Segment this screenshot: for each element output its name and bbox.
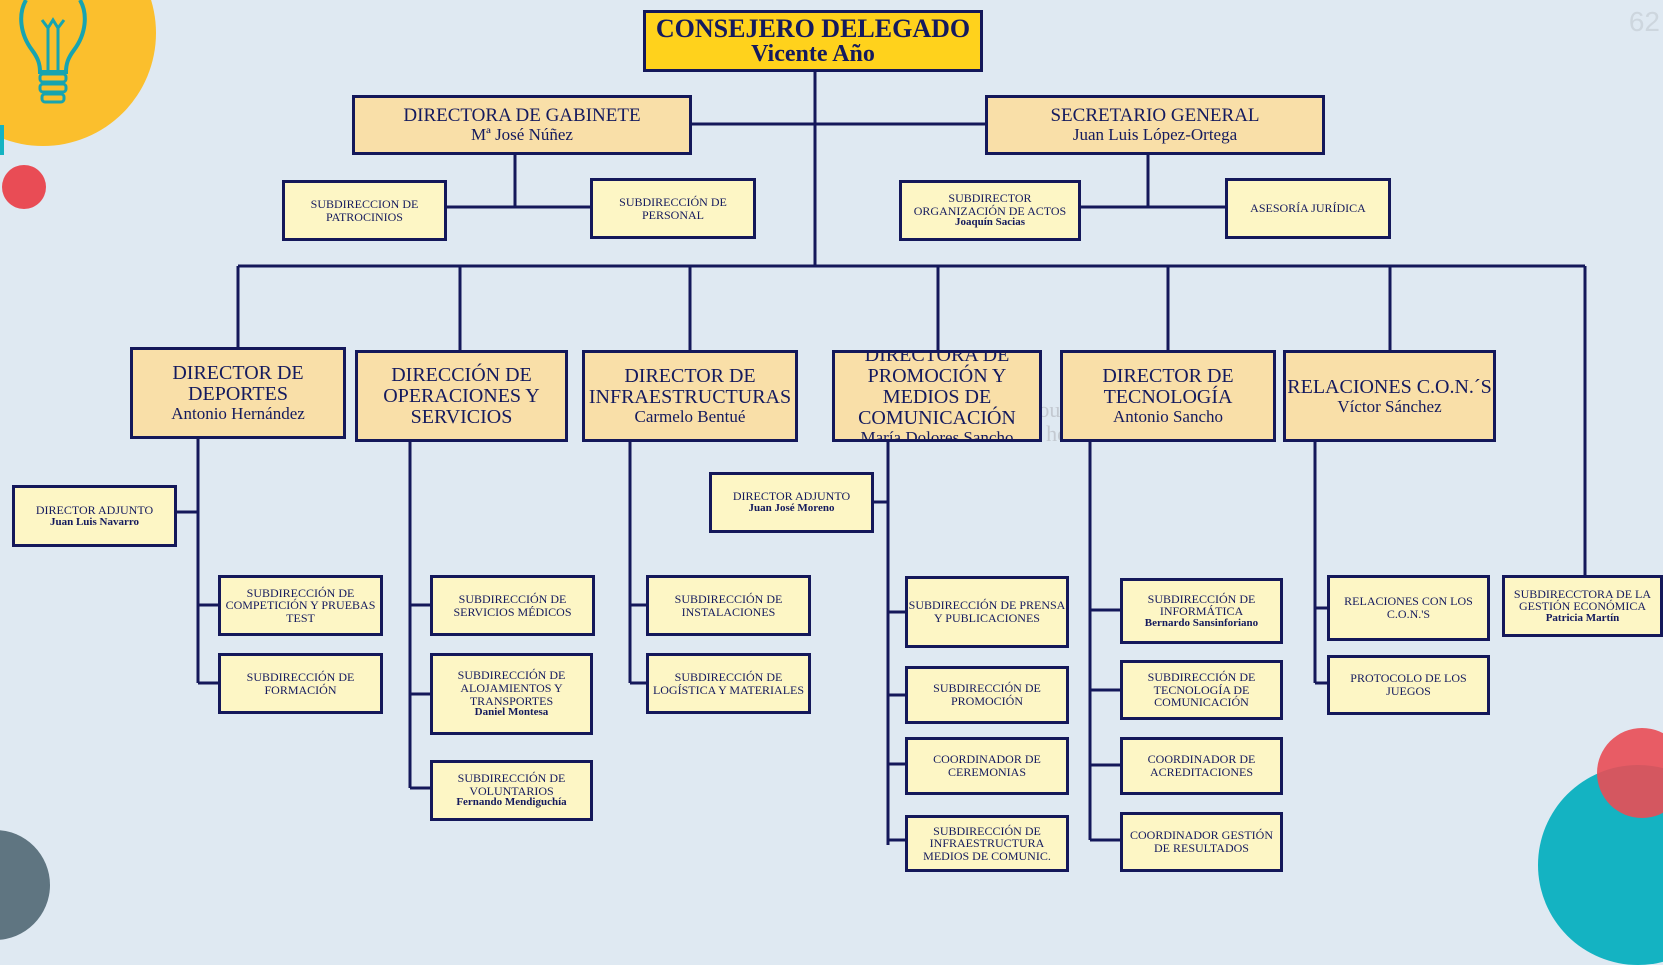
events-person: Joaquín Sacias	[955, 216, 1025, 229]
personnel-box: SUBDIRECCIÓN DE PERSONAL	[590, 178, 756, 239]
operations-director-box: DIRECCIÓN DE OPERACIONES Y SERVICIOS	[355, 350, 568, 442]
training-title: SUBDIRECCIÓN DE FORMACIÓN	[246, 669, 355, 697]
ceo-person: Vicente Año	[751, 41, 875, 68]
comm-tech-title: SUBDIRECCIÓN DE TECNOLOGÍA DE COMUNICACI…	[1147, 670, 1256, 710]
medical-box: SUBDIRECCIÓN DE SERVICIOS MÉDICOS	[430, 575, 595, 636]
facilities-title: SUBDIRECCIÓN DE INSTALACIONES	[674, 591, 783, 619]
relations-director-person: Víctor Sánchez	[1337, 396, 1442, 416]
ceremonies-title: COORDINADOR DE CEREMONIAS	[933, 752, 1041, 779]
comm-tech-box: SUBDIRECCIÓN DE TECNOLOGÍA DE COMUNICACI…	[1120, 660, 1283, 720]
media-infrastructure-title: SUBDIRECCIÓN DE INFRAESTRUCTURA MEDIOS D…	[923, 823, 1051, 863]
teal-left-strip	[0, 125, 4, 155]
economic-box: SUBDIRECCTORA DE LA GESTIÓN ECONÓMICA Pa…	[1502, 575, 1663, 637]
secretary-general-title: SECRETARIO GENERAL	[1050, 105, 1260, 127]
ceremonies-box: COORDINADOR DE CEREMONIAS	[905, 737, 1069, 795]
promotion-box: SUBDIRECCIÓN DE PROMOCIÓN	[905, 666, 1069, 724]
operations-director-title: DIRECCIÓN DE OPERACIONES Y SERVICIOS	[383, 363, 540, 428]
it-title: SUBDIRECCIÓN DE INFORMÁTICA	[1147, 591, 1256, 619]
volunteers-title: SUBDIRECCIÓN DE VOLUNTARIOS	[457, 771, 566, 798]
lodging-box: SUBDIRECCIÓN DE ALOJAMIENTOS Y TRANSPORT…	[430, 653, 593, 735]
media-director-title: DIRECTORA DE PROMOCIÓN Y MEDIOS DE COMUN…	[858, 350, 1016, 430]
events-title: SUBDIRECTOR ORGANIZACIÓN DE ACTOS	[913, 191, 1067, 218]
legal-box: ASESORÍA JURÍDICA	[1225, 178, 1391, 239]
logistics-box: SUBDIRECCIÓN DE LOGÍSTICA Y MATERIALES	[646, 653, 811, 714]
red-corner-circle	[1597, 728, 1663, 818]
infrastructure-director-title: DIRECTOR DE INFRAESTRUCTURAS	[588, 365, 792, 409]
media-deputy-box: DIRECTOR ADJUNTO Juan José Moreno	[709, 472, 874, 533]
cabinet-director-box: DIRECTORA DE GABINETE Mª José Núñez	[352, 95, 692, 155]
sponsorship-title: SUBDIRECCION DE PATROCINIOS	[310, 196, 419, 224]
secretary-general-person: Juan Luis López-Ortega	[1072, 125, 1238, 145]
press-title: SUBDIRECCIÓN DE PRENSA Y PUBLICACIONES	[908, 598, 1066, 625]
technology-director-person: Antonio Sancho	[1112, 407, 1224, 427]
lodging-title: SUBDIRECCIÓN DE ALOJAMIENTOS Y TRANSPORT…	[457, 668, 566, 708]
protocol-title: PROTOCOLO DE LOS JUEGOS	[1350, 671, 1467, 698]
cabinet-director-title: DIRECTORA DE GABINETE	[403, 105, 641, 127]
page-number: 62	[1628, 6, 1660, 37]
sports-director-person: Antonio Hernández	[171, 404, 305, 424]
results-box: COORDINADOR GESTIÓN DE RESULTADOS	[1120, 812, 1283, 872]
results-title: COORDINADOR GESTIÓN DE RESULTADOS	[1130, 828, 1273, 855]
ceo-box: CONSEJERO DELEGADO Vicente Año	[643, 10, 983, 72]
economic-title: SUBDIRECCTORA DE LA GESTIÓN ECONÓMICA	[1513, 586, 1652, 614]
sponsorship-box: SUBDIRECCION DE PATROCINIOS	[282, 180, 447, 241]
legal-title: ASESORÍA JURÍDICA	[1250, 201, 1366, 216]
sports-director-title: DIRECTOR DE DEPORTES	[172, 362, 304, 406]
media-deputy-person: Juan José Moreno	[748, 502, 835, 515]
training-box: SUBDIRECCIÓN DE FORMACIÓN	[218, 653, 383, 714]
relations-director-box: RELACIONES C.O.N.´S Víctor Sánchez	[1283, 350, 1496, 442]
red-dot	[2, 165, 46, 209]
events-box: SUBDIRECTOR ORGANIZACIÓN DE ACTOS Joaquí…	[899, 180, 1081, 241]
sports-director-box: DIRECTOR DE DEPORTES Antonio Hernández	[130, 347, 346, 439]
it-person: Bernardo Sansinforiano	[1144, 616, 1259, 629]
it-box: SUBDIRECCIÓN DE INFORMÁTICA Bernardo San…	[1120, 578, 1283, 644]
economic-person: Patricia Martín	[1545, 611, 1620, 624]
infrastructure-director-box: DIRECTOR DE INFRAESTRUCTURAS Carmelo Ben…	[582, 350, 798, 442]
press-box: SUBDIRECCIÓN DE PRENSA Y PUBLICACIONES	[905, 576, 1069, 648]
technology-director-title: DIRECTOR DE TECNOLOGÍA	[1102, 365, 1234, 409]
competition-title: SUBDIRECCIÓN DE COMPETICIÓN Y PRUEBAS TE…	[225, 585, 376, 625]
protocol-box: PROTOCOLO DE LOS JUEGOS	[1327, 655, 1490, 715]
facilities-box: SUBDIRECCIÓN DE INSTALACIONES	[646, 575, 811, 636]
infrastructure-director-person: Carmelo Bentué	[634, 407, 746, 427]
sports-deputy-title: DIRECTOR ADJUNTO	[35, 502, 154, 517]
noc-relations-title: RELACIONES CON LOS C.O.N.'S	[1344, 594, 1473, 621]
relations-director-title: RELACIONES C.O.N.´S	[1287, 375, 1492, 398]
competition-box: SUBDIRECCIÓN DE COMPETICIÓN Y PRUEBAS TE…	[218, 575, 383, 636]
sports-deputy-box: DIRECTOR ADJUNTO Juan Luis Navarro	[12, 485, 177, 547]
secretary-general-box: SECRETARIO GENERAL Juan Luis López-Orteg…	[985, 95, 1325, 155]
technology-director-box: DIRECTOR DE TECNOLOGÍA Antonio Sancho	[1060, 350, 1276, 442]
ceo-title: CONSEJERO DELEGADO	[655, 13, 971, 43]
personnel-title: SUBDIRECCIÓN DE PERSONAL	[619, 194, 727, 222]
cabinet-director-person: Mª José Núñez	[471, 125, 573, 145]
medical-title: SUBDIRECCIÓN DE SERVICIOS MÉDICOS	[453, 591, 572, 619]
media-director-person: María Dolores Sancho	[860, 428, 1014, 442]
lightbulb-icon	[19, 0, 87, 104]
media-director-box: DIRECTORA DE PROMOCIÓN Y MEDIOS DE COMUN…	[832, 350, 1042, 442]
lodging-person: Daniel Montesa	[474, 706, 549, 719]
accreditation-box: COORDINADOR DE ACREDITACIONES	[1120, 737, 1283, 795]
volunteers-person: Fernando Mendiguchía	[456, 796, 567, 809]
logistics-title: SUBDIRECCIÓN DE LOGÍSTICA Y MATERIALES	[652, 669, 805, 697]
media-infrastructure-box: SUBDIRECCIÓN DE INFRAESTRUCTURA MEDIOS D…	[905, 815, 1069, 872]
media-deputy-title: DIRECTOR ADJUNTO	[732, 489, 851, 504]
org-chart-connectors	[175, 70, 1587, 845]
noc-relations-box: RELACIONES CON LOS C.O.N.'S	[1327, 575, 1490, 641]
accreditation-title: COORDINADOR DE ACREDITACIONES	[1147, 752, 1256, 779]
sports-deputy-person: Juan Luis Navarro	[49, 515, 140, 528]
promotion-title: SUBDIRECCIÓN DE PROMOCIÓN	[933, 681, 1041, 708]
volunteers-box: SUBDIRECCIÓN DE VOLUNTARIOS Fernando Men…	[430, 760, 593, 821]
